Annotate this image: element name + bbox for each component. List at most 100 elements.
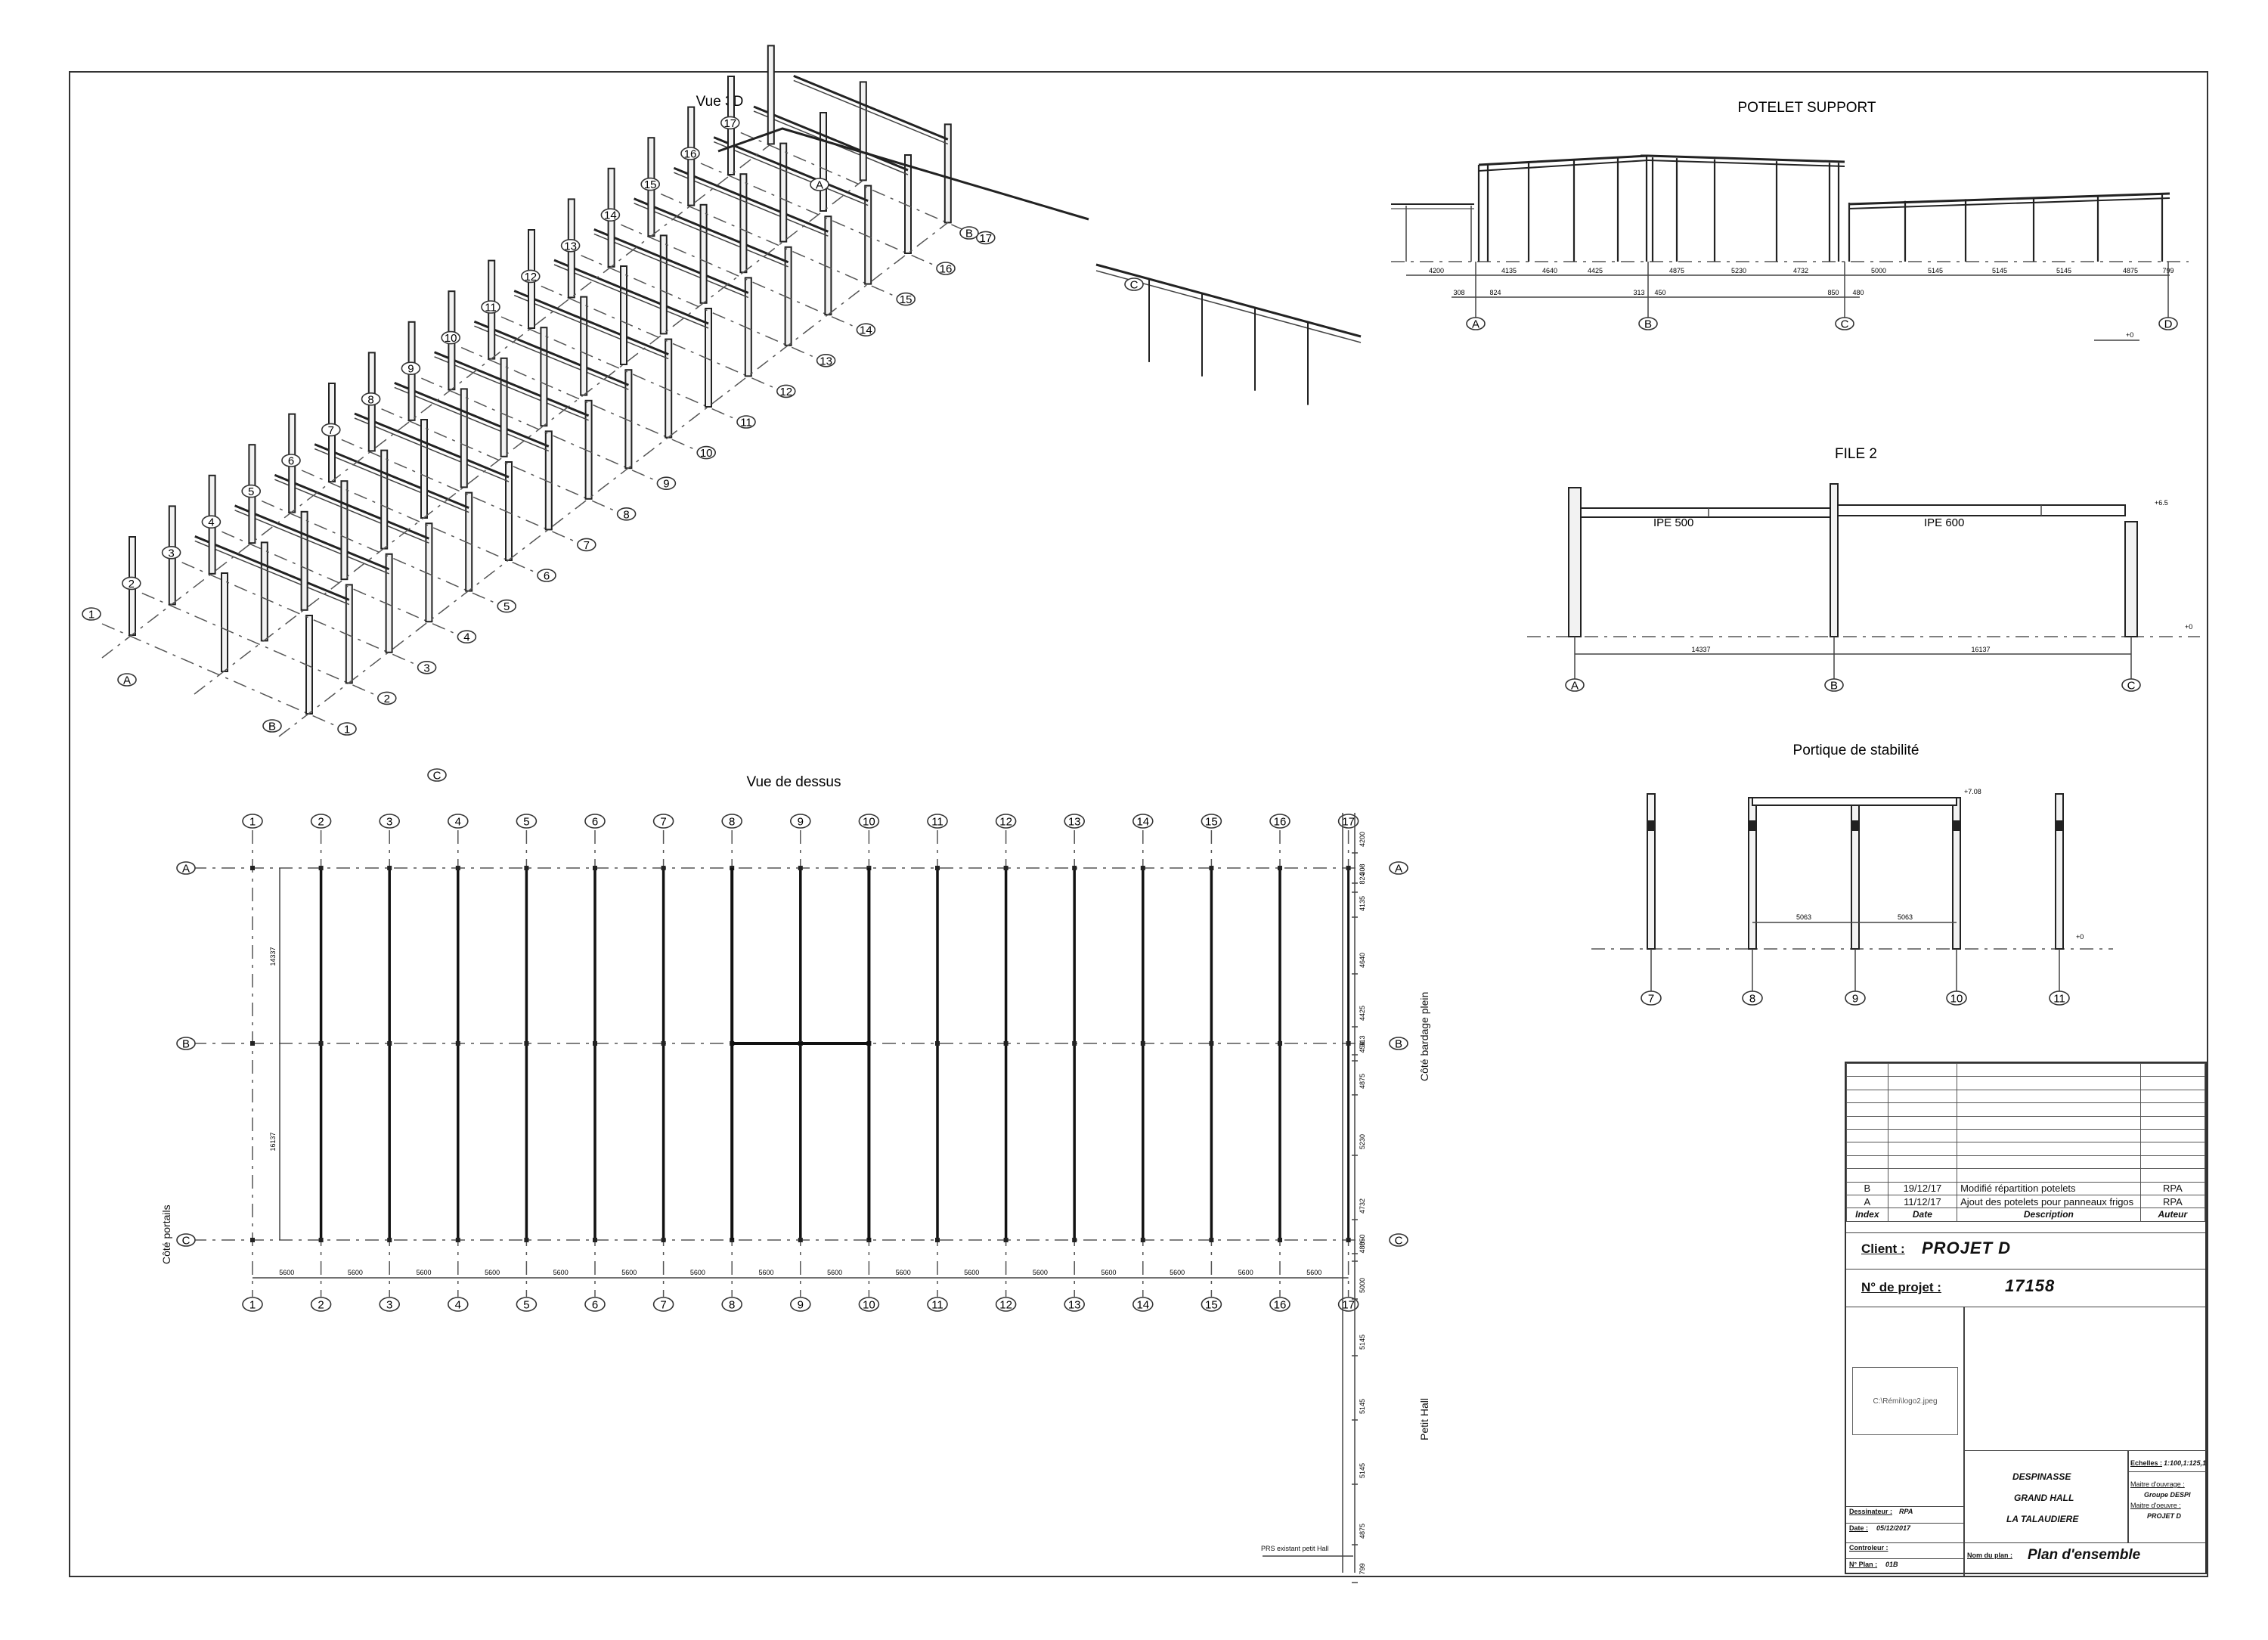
iso-column-5-B (380, 449, 389, 550)
svg-text:11: 11 (931, 816, 943, 829)
portique-axis-8: 8 (1742, 991, 1763, 1006)
axis-bubble-bottom-6: 6 (584, 1297, 606, 1312)
iso-column-4-B (340, 480, 349, 581)
svg-text:5: 5 (248, 485, 254, 498)
file2-axis-A: A (1565, 678, 1585, 693)
project-label: N° de projet : (1861, 1280, 1941, 1294)
svg-text:14: 14 (1136, 816, 1149, 829)
svg-text:B: B (965, 228, 973, 240)
svg-text:10: 10 (700, 447, 713, 460)
iso-bubble-left-2: 2 (122, 576, 141, 591)
iso-bubble-left-5: 5 (241, 484, 262, 498)
iso-petit-hall-beam (1095, 263, 1362, 338)
dim-side-11: 4732 (1359, 1198, 1366, 1214)
dim-bay-13: 5600 (1101, 1269, 1116, 1276)
axis-bubble-bottom-14: 14 (1132, 1297, 1154, 1312)
svg-text:9: 9 (798, 1299, 804, 1312)
dim-side-14: 5000 (1359, 1278, 1366, 1293)
iso-bubble-C-end: C (1124, 277, 1144, 292)
iso-column-11-B (620, 265, 627, 365)
axis-bubble-right-A: A (1389, 861, 1408, 876)
svg-text:14: 14 (604, 209, 617, 222)
dim-side-8: 450 (1359, 1041, 1366, 1053)
dim-bay-5: 5600 (553, 1269, 569, 1276)
svg-text:2: 2 (384, 693, 390, 705)
label-ipe600: IPE 600 (1924, 516, 1964, 529)
svg-text:3: 3 (386, 816, 392, 829)
nplan-label: N° Plan : (1849, 1561, 1878, 1568)
iso-long-axis-C (278, 222, 949, 737)
svg-text:8: 8 (623, 508, 629, 521)
iso-bubble-left-4: 4 (201, 515, 222, 529)
dim-side-3: 824 (1359, 873, 1366, 884)
iso-column-6-B (420, 419, 428, 519)
svg-text:15: 15 (900, 293, 912, 306)
dim-side-9: 4875 (1359, 1074, 1366, 1089)
svg-text:10: 10 (863, 1299, 875, 1312)
iso-bubble-B: B (262, 719, 282, 733)
iso-bubble-right-10: 10 (696, 445, 717, 460)
axis-bubble-bottom-13: 13 (1064, 1297, 1085, 1312)
portique-dim-1: 5063 (1796, 913, 1811, 921)
portique-level-top: +7.08 (1964, 788, 1981, 795)
label-cote-bardage: Côté bardage plein (1418, 991, 1430, 1081)
svg-text:13: 13 (820, 355, 832, 367)
axis-bubble-left-A: A (176, 861, 196, 876)
dim-file2-span1: 14337 (1691, 646, 1710, 653)
svg-text:C: C (1841, 318, 1849, 331)
iso-bubble-left-16: 16 (680, 147, 700, 161)
dim-side-18: 4875 (1359, 1524, 1366, 1539)
iso-bubble-right-1: 1 (337, 722, 357, 736)
project-value: 17158 (2005, 1276, 2056, 1295)
dessinateur-value: RPA (1899, 1508, 1913, 1515)
client-value: PROJET D (1922, 1239, 2012, 1257)
portique-axis-10: 10 (1946, 991, 1967, 1006)
revision-row-b: B 19/12/17 Modifié répartition potelets … (1846, 1181, 2206, 1195)
svg-text:13: 13 (1068, 1299, 1081, 1312)
svg-text:12: 12 (779, 386, 792, 398)
potelet-axis-C: C (1835, 317, 1854, 331)
axis-bubble-top-6: 6 (584, 814, 606, 829)
svg-text:10: 10 (1950, 993, 1963, 1006)
potelet-dim-bottom-2: 824 (1489, 289, 1501, 296)
iso-column-17-B (859, 81, 867, 181)
iso-column-1-B (221, 572, 228, 672)
echelles-value: 1:100,1:125,1 (2164, 1459, 2207, 1467)
iso-column-12-B (659, 234, 668, 335)
svg-text:17: 17 (979, 232, 992, 245)
dim-span-ab: 14337 (269, 947, 277, 966)
title-portique: Portique de stabilité (1793, 742, 1919, 758)
dim-bay-12: 5600 (1033, 1269, 1048, 1276)
svg-text:4: 4 (463, 631, 469, 644)
view-3d: 1122334455667788991010111112121313141415… (82, 45, 1362, 783)
iso-bubble-left-11: 11 (481, 300, 500, 315)
potelet-axis-D: D (2158, 317, 2178, 331)
potelet-dim-bottom-4: 450 (1654, 289, 1665, 296)
ouvrage-value: Groupe DESPI (2144, 1491, 2191, 1499)
axis-bubble-right-B: B (1389, 1037, 1408, 1051)
svg-text:6: 6 (288, 455, 294, 468)
svg-text:16: 16 (1274, 1299, 1287, 1312)
svg-text:14: 14 (1136, 1299, 1149, 1312)
dim-side-1: 4200 (1359, 832, 1366, 847)
dim-side-16: 5145 (1359, 1399, 1366, 1414)
level-file2-top: +6.5 (2155, 499, 2168, 507)
revision-table: B 19/12/17 Modifié répartition potelets … (1846, 1062, 2206, 1222)
axis-bubble-top-1: 1 (242, 814, 263, 829)
iso-bubble-left-10: 10 (441, 330, 461, 345)
nplan-value: 01B (1885, 1561, 1898, 1568)
potelet-dim-bottom-3: 313 (1633, 289, 1644, 296)
svg-text:5: 5 (523, 816, 529, 829)
axis-bubble-bottom-9: 9 (790, 1297, 811, 1312)
potelet-dim-top-6: 5230 (1731, 267, 1746, 274)
iso-bubble-left-1: 1 (82, 607, 101, 622)
svg-text:1: 1 (88, 609, 94, 622)
dim-side-4: 4135 (1359, 896, 1366, 911)
axis-bubble-bottom-16: 16 (1269, 1297, 1290, 1312)
note-prs-existant: PRS existant petit Hall (1261, 1545, 1329, 1552)
iso-bubble-left-17: 17 (720, 116, 740, 130)
svg-text:9: 9 (1852, 993, 1858, 1006)
dim-bay-10: 5600 (896, 1269, 911, 1276)
